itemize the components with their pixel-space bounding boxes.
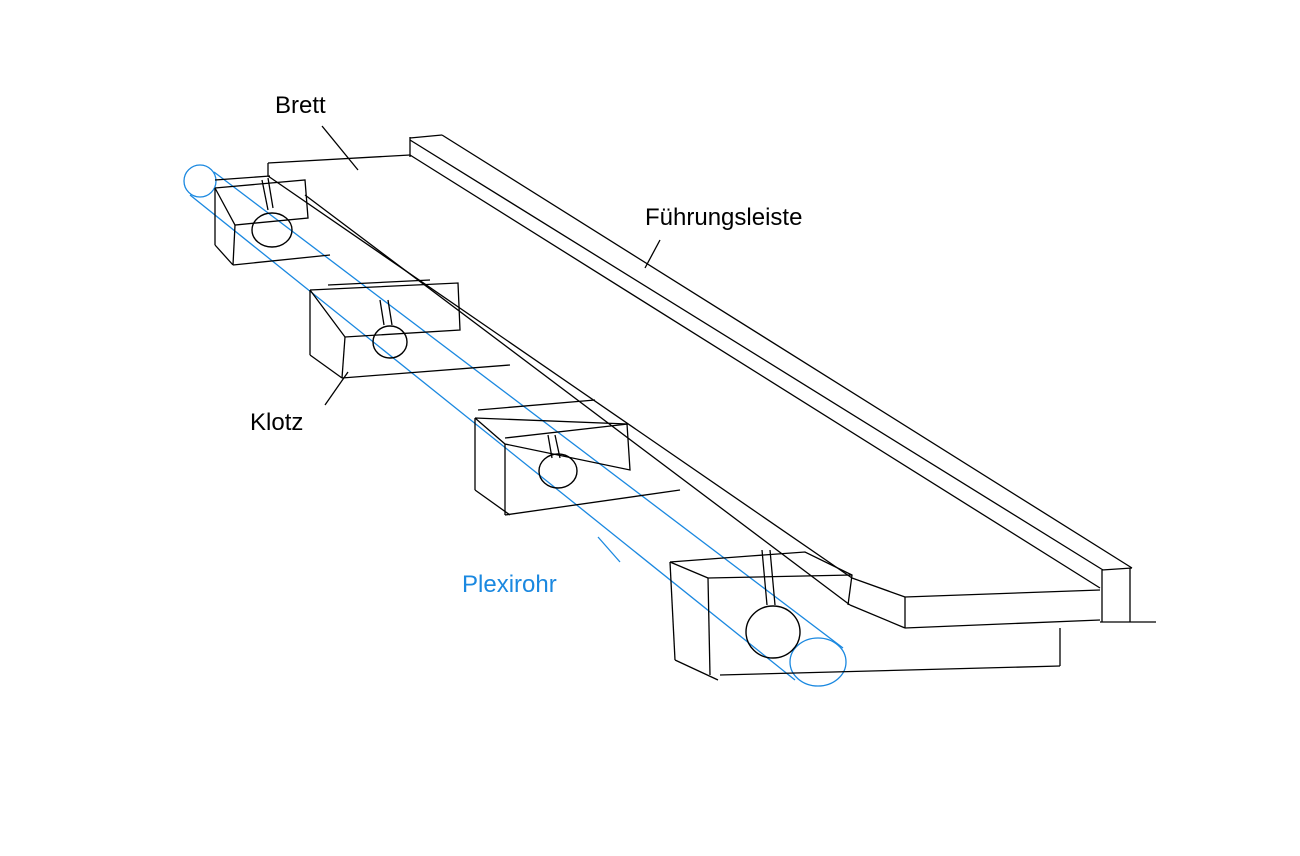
label-guide-rail: Führungsleiste bbox=[645, 204, 803, 231]
tube-leader-line bbox=[597, 536, 621, 563]
label-block: Klotz bbox=[250, 409, 304, 436]
label-board: Brett bbox=[275, 92, 326, 119]
label-tube: Plexirohr bbox=[462, 571, 557, 598]
plexiglass-tube bbox=[183, 164, 847, 687]
leader-lines bbox=[321, 125, 661, 406]
guide-rail bbox=[409, 134, 1156, 623]
board bbox=[267, 154, 1101, 676]
blocks bbox=[214, 175, 853, 681]
